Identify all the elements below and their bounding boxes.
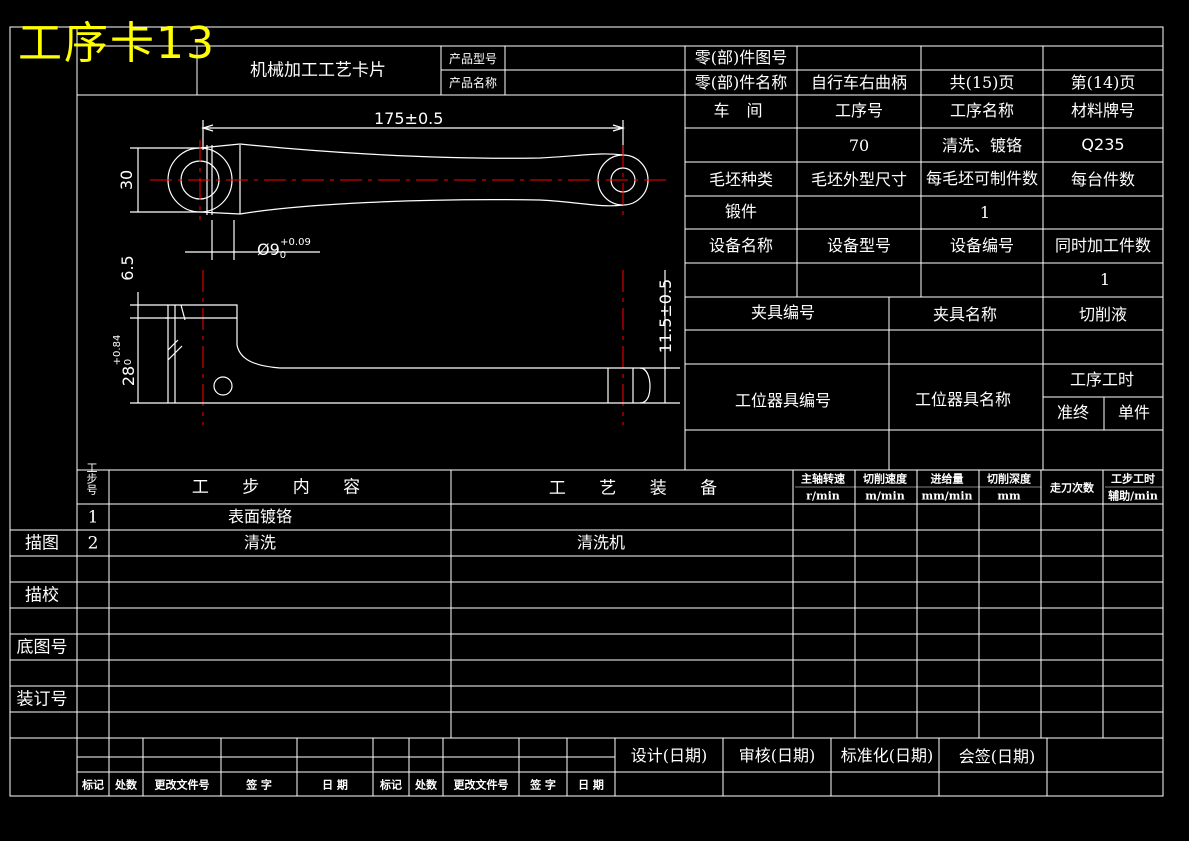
footer-review: 审核(日期) bbox=[738, 746, 816, 765]
simul-label: 同时加工件数 bbox=[1054, 236, 1152, 255]
product-model-label: 产品型号 bbox=[448, 52, 498, 66]
per-unit-label: 每台件数 bbox=[1070, 170, 1136, 189]
footer-standard: 标准化(日期) bbox=[840, 746, 934, 765]
workshop-label: 车 间 bbox=[713, 101, 769, 120]
depth-header: 切削深度 bbox=[987, 472, 1031, 486]
footer-count-2: 处数 bbox=[415, 778, 437, 792]
footer-doc: 更改文件号 bbox=[154, 778, 210, 792]
simul-value: 1 bbox=[1099, 270, 1111, 289]
op-no-value: 70 bbox=[848, 136, 870, 155]
equip-model-label: 设备型号 bbox=[826, 236, 892, 255]
page-no: 第(14)页 bbox=[1070, 73, 1136, 92]
total-pages: 共(15)页 bbox=[949, 73, 1015, 92]
footer-date: 日 期 bbox=[322, 778, 348, 792]
card-title: 工序卡13 bbox=[18, 18, 216, 69]
op-no-label: 工序号 bbox=[834, 101, 884, 120]
footer-mark-2: 标记 bbox=[380, 778, 402, 792]
footer-mark: 标记 bbox=[82, 778, 104, 792]
material-value: Q235 bbox=[1081, 135, 1125, 154]
unit-label: 单件 bbox=[1117, 403, 1151, 422]
equip-no-label: 设备编号 bbox=[949, 236, 1015, 255]
side-base-no: 底图号 bbox=[16, 637, 68, 658]
dim-6-5: 6.5 bbox=[118, 255, 137, 281]
time-sub-header: 辅助/min bbox=[1108, 489, 1158, 503]
passes-header: 走刀次数 bbox=[1050, 481, 1094, 495]
step-2-no: 2 bbox=[87, 533, 99, 554]
step-no-header: 工步号 bbox=[86, 463, 98, 496]
crank-side-view bbox=[130, 270, 680, 404]
dim-28: 28 bbox=[119, 365, 138, 387]
prep-label: 准终 bbox=[1056, 403, 1090, 422]
spindle-header: 主轴转速 bbox=[801, 472, 845, 486]
crank-top-view bbox=[130, 120, 649, 260]
station-name-label: 工位器具名称 bbox=[914, 390, 1012, 409]
step-1-content: 表面镀铬 bbox=[227, 507, 293, 526]
station-no-label: 工位器具编号 bbox=[734, 391, 832, 410]
coolant-label: 切削液 bbox=[1078, 305, 1128, 324]
per-blank-label: 每毛坯可制件数 bbox=[925, 169, 1039, 188]
fixture-name-label: 夹具名称 bbox=[932, 305, 998, 324]
equipment-header: 工 艺 装 备 bbox=[548, 478, 732, 499]
dim-length: 175±0.5 bbox=[374, 109, 444, 128]
feed-header: 进给量 bbox=[930, 472, 964, 486]
footer-sign-2: 签 字 bbox=[530, 778, 556, 792]
step-1-no: 1 bbox=[87, 507, 99, 528]
op-time-label: 工序工时 bbox=[1069, 370, 1135, 389]
content-header: 工 步 内 容 bbox=[191, 477, 375, 498]
dim-30: 30 bbox=[117, 169, 136, 191]
product-name-label: 产品名称 bbox=[448, 76, 498, 90]
depth-unit: mm bbox=[997, 489, 1021, 503]
spindle-unit: r/min bbox=[806, 489, 840, 503]
dim-hole: Ø90 +0.09 bbox=[257, 238, 311, 261]
step-2-content: 清洗 bbox=[243, 533, 277, 552]
side-trace-check: 描校 bbox=[25, 585, 59, 606]
speed-unit: m/min bbox=[865, 489, 905, 503]
dim-28-sub: 0 bbox=[123, 358, 134, 366]
op-name-value: 清洗、镀铬 bbox=[941, 136, 1023, 155]
dim-11-5: 11.5±0.5 bbox=[656, 278, 675, 354]
card-name: 机械加工工艺卡片 bbox=[250, 60, 386, 81]
part-name-value: 自行车右曲柄 bbox=[810, 73, 908, 92]
dim-hole-tol: +0.09 bbox=[280, 237, 311, 248]
side-binding-no: 装订号 bbox=[16, 689, 68, 710]
footer-design: 设计(日期) bbox=[630, 746, 708, 765]
material-label: 材料牌号 bbox=[1070, 101, 1136, 120]
dim-hole-sub: 0 bbox=[279, 250, 287, 261]
fixture-no-label: 夹具编号 bbox=[750, 303, 816, 322]
op-name-label: 工序名称 bbox=[949, 101, 1015, 120]
footer-countersign: 会签(日期) bbox=[958, 747, 1036, 766]
part-name-label: 零(部)件名称 bbox=[694, 73, 788, 92]
part-drawing-no-label: 零(部)件图号 bbox=[694, 48, 788, 67]
step-no-header-text: 工步号 bbox=[86, 461, 98, 497]
footer-date-2: 日 期 bbox=[578, 778, 604, 792]
footer-count: 处数 bbox=[115, 778, 137, 792]
dim-28-tol: +0.84 bbox=[112, 334, 123, 366]
per-blank-value: 1 bbox=[979, 203, 991, 222]
blank-type-label: 毛坯种类 bbox=[708, 170, 774, 189]
time-header: 工步工时 bbox=[1111, 472, 1155, 486]
feed-unit: mm/min bbox=[921, 489, 973, 503]
side-trace: 描图 bbox=[25, 533, 59, 554]
blank-size-label: 毛坯外型尺寸 bbox=[810, 170, 908, 189]
blank-type-value: 锻件 bbox=[724, 202, 758, 221]
dim-hole-main: Ø9 bbox=[257, 240, 280, 259]
step-2-equipment: 清洗机 bbox=[576, 533, 626, 552]
footer-doc-2: 更改文件号 bbox=[453, 778, 509, 792]
speed-header: 切削速度 bbox=[863, 472, 907, 486]
equip-name-label: 设备名称 bbox=[708, 236, 774, 255]
footer-sign: 签 字 bbox=[246, 778, 272, 792]
